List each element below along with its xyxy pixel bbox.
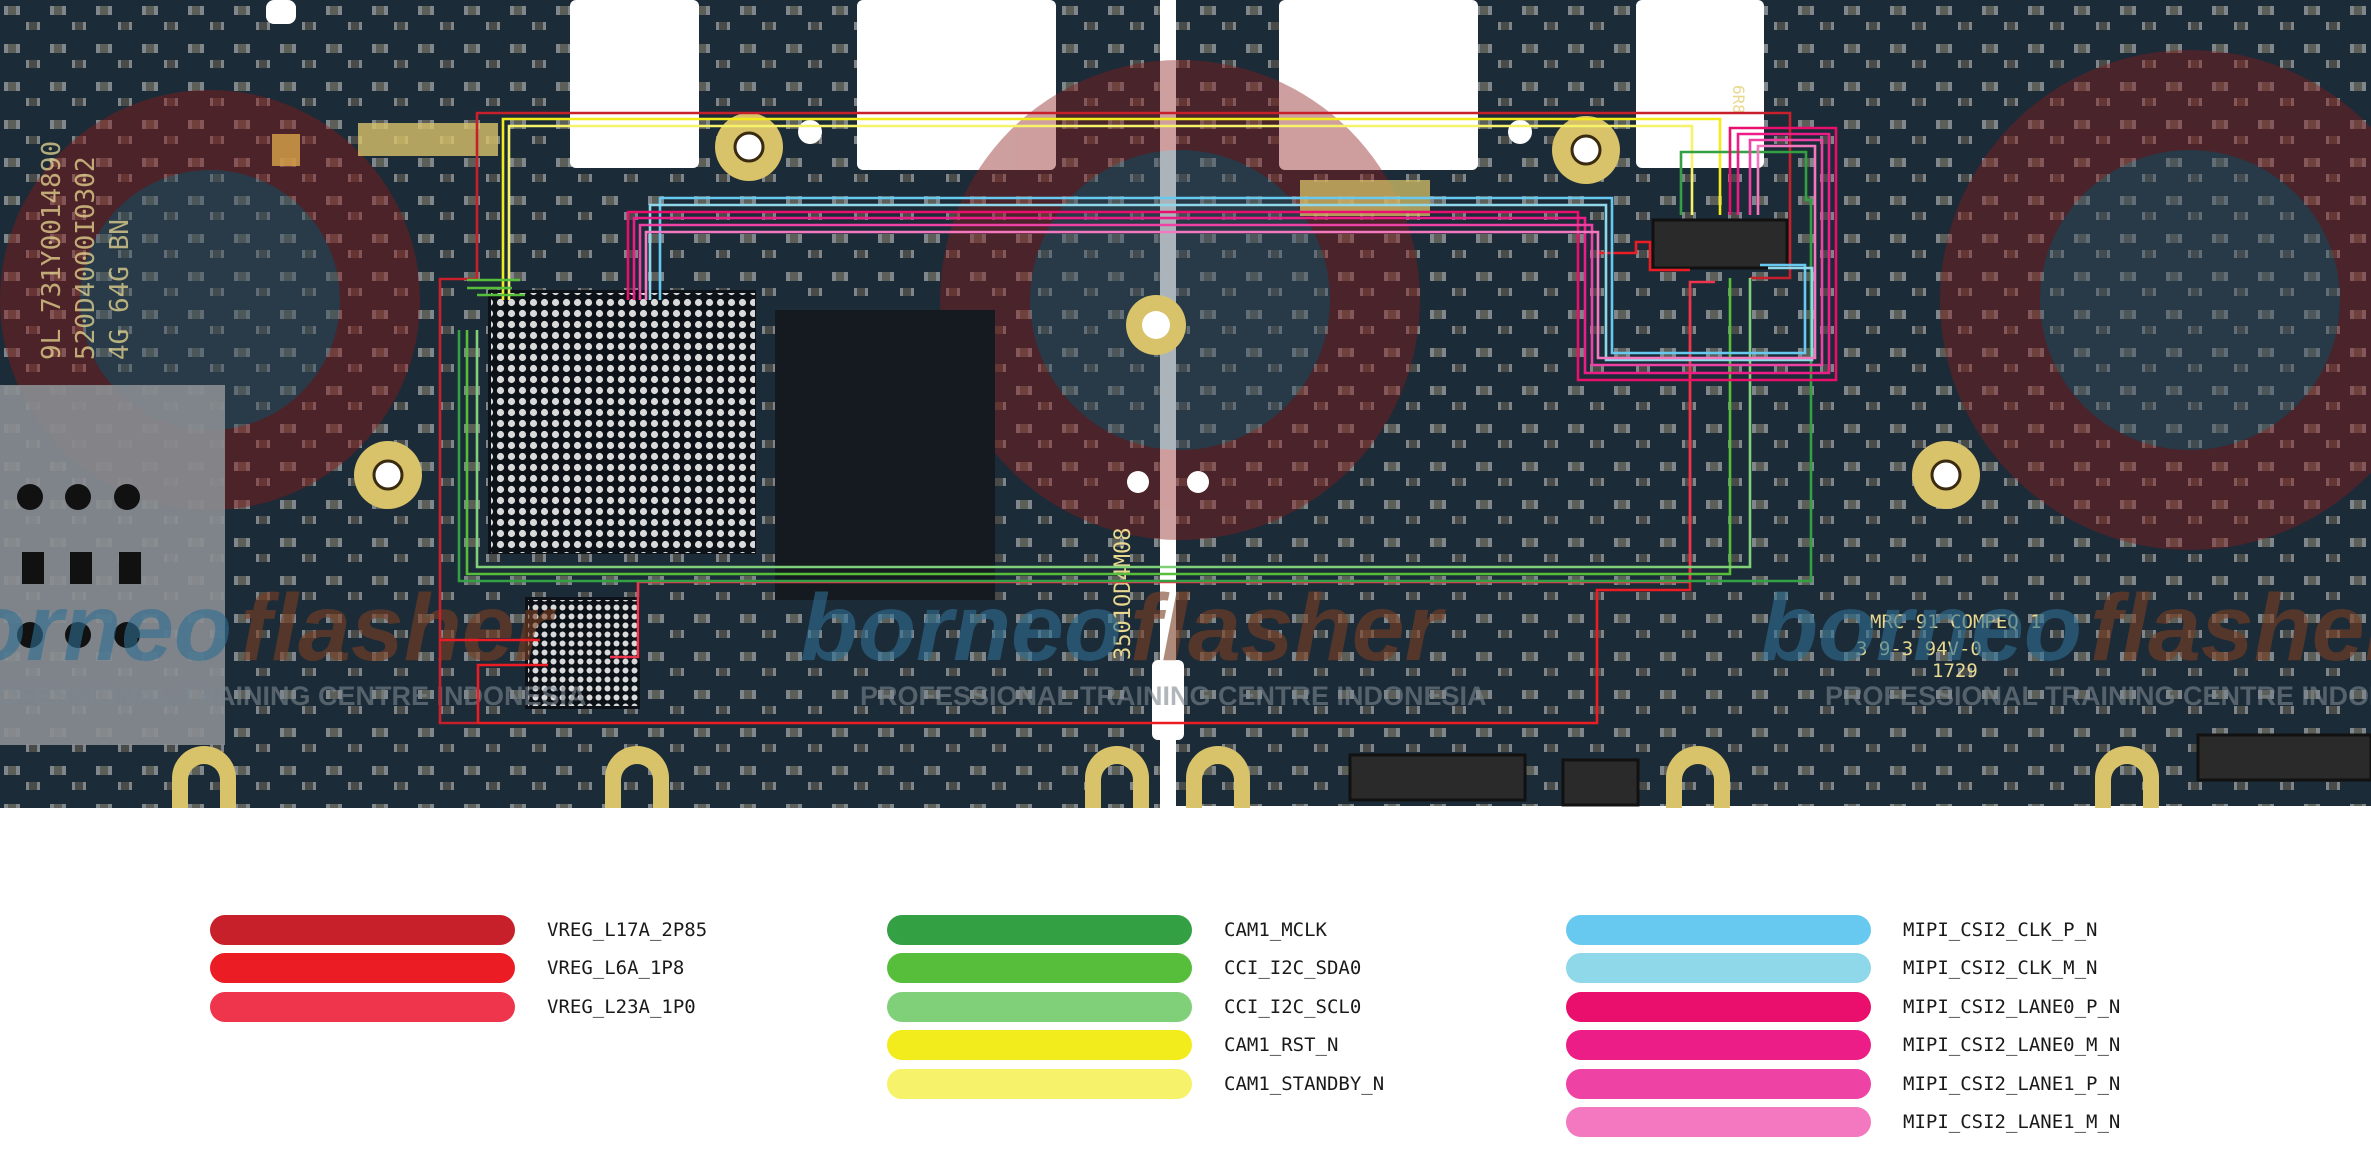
sim-tray: [0, 385, 225, 745]
soc-bga: [488, 290, 756, 554]
legend-color-swatch: [887, 915, 1192, 945]
legend-label: CAM1_MCLK: [1224, 919, 1327, 941]
legend-color-swatch: [1566, 1107, 1871, 1137]
trace-cam1-standby-n: [507, 124, 1694, 300]
legend-color-swatch: [1566, 991, 1871, 1022]
trace-vreg-l17a-2p85: [475, 111, 1792, 280]
svg-text:flasher: flasher: [1130, 575, 1447, 681]
svg-text:borneo: borneo: [800, 575, 1122, 681]
legend-color-swatch: [887, 953, 1192, 984]
pmic-bga: [525, 597, 640, 709]
svg-text:borneo: borneo: [1760, 575, 2082, 681]
legend-label: MIPI_CSI2_CLK_P_N: [1903, 919, 2098, 941]
svg-text:MRC 91 COMPEQ 1: MRC 91 COMPEQ 1: [1870, 611, 2042, 633]
silkscreen-center-label: 3501OD4M08: [1111, 528, 1136, 660]
legend-label: CAM1_RST_N: [1224, 1034, 1339, 1057]
legend-color-swatch: [1566, 915, 1871, 945]
silkscreen-right-label: MRC 91 COMPEQ 1 3 9-3 94V-0 1729: [1856, 611, 2042, 682]
legend-label: CAM1_STANDBY_N: [1224, 1072, 1385, 1095]
legend-label: MIPI_CSI2_LANE1_P_N: [1903, 1072, 2121, 1095]
legend-color-swatch: [1566, 1068, 1871, 1099]
legend-color-swatch: [887, 1030, 1192, 1061]
trace-mipi-csi2-lane1-m: [644, 144, 1817, 360]
svg-text:3501OD4M08: 3501OD4M08: [1111, 528, 1136, 660]
legend-label: VREG_L23A_1P0: [547, 995, 696, 1018]
legend-color-swatch: [210, 915, 515, 945]
silkscreen-left-label: 9L 731Y0014890 520D4000I0302 4G 64G BN: [37, 141, 135, 360]
svg-text:4G 64G BN: 4G 64G BN: [105, 219, 135, 360]
trace-mipi-csi2-clk-p: [658, 196, 1807, 355]
trace-overlays: [438, 111, 1838, 725]
svg-text:flasher: flasher: [2090, 575, 2371, 681]
memory-chip: [775, 310, 995, 600]
pcb-board-diagram: 9L 731Y0014890 520D4000I0302 4G 64G BN 3…: [0, 0, 2371, 808]
svg-text:520D4000I0302: 520D4000I0302: [71, 157, 101, 361]
legend-label: CCI_I2C_SDA0: [1224, 957, 1362, 980]
svg-text:flasher: flasher: [240, 575, 557, 681]
watermark-logo-right: [1940, 50, 2371, 550]
gold-pad-top-left: [358, 123, 498, 156]
legend-color-swatch: [887, 991, 1192, 1022]
part-6r8-label: 6R8: [1729, 85, 1748, 114]
watermark-logo-center: [940, 60, 1420, 540]
watermark-text: borneo flasher PROFESSIONAL TRAINING CEN…: [0, 575, 2371, 711]
legend-label: MIPI_CSI2_LANE0_P_N: [1903, 995, 2121, 1018]
legend-color-swatch: [1566, 953, 1871, 984]
trace-cci-i2c-sda0: [465, 278, 1732, 576]
legend-color-swatch: [887, 1068, 1192, 1099]
svg-text:1729: 1729: [1932, 660, 1978, 682]
legend-label: CCI_I2C_SCL0: [1224, 995, 1362, 1018]
svg-text:PROFESSIONAL TRAINING CENTRE I: PROFESSIONAL TRAINING CENTRE INDONESIA: [0, 681, 587, 711]
gold-pad-small: [272, 134, 300, 166]
trace-mipi-csi2-clk-m: [648, 203, 1814, 362]
legend-label: VREG_L17A_2P85: [547, 919, 708, 941]
legend-color-swatch: [210, 953, 515, 984]
trace-green-bga-fan: [467, 278, 525, 297]
svg-text:borneo: borneo: [0, 575, 232, 681]
trace-mipi-csi2-lane0-m: [632, 132, 1831, 375]
legend-label: VREG_L6A_1P8: [547, 957, 685, 980]
trace-cam1-mclk: [457, 150, 1813, 583]
bottom-connector-3: [2196, 733, 2371, 782]
legend-label: MIPI_CSI2_LANE1_M_N: [1903, 1111, 2121, 1133]
legend-color-swatch: [210, 991, 515, 1022]
svg-text:9L 731Y0014890: 9L 731Y0014890: [37, 141, 67, 360]
legend-color-swatch: [1566, 1030, 1871, 1061]
trace-mipi-csi2-lane1-p: [638, 138, 1824, 367]
svg-text:PROFESSIONAL TRAINING CENTRE I: PROFESSIONAL TRAINING CENTRE INDONESIA: [1825, 681, 2371, 711]
trace-vreg-l17a-2p85-left: [438, 277, 478, 725]
trace-cam1-rst-n: [501, 117, 1722, 300]
bottom-notches: [172, 746, 2159, 808]
trace-cci-i2c-scl0: [475, 278, 1752, 569]
camera-connector: [1651, 218, 1789, 270]
svg-text:PROFESSIONAL TRAINING CENTRE I: PROFESSIONAL TRAINING CENTRE INDONESIA: [860, 681, 1487, 711]
bottom-connector-2: [1561, 758, 1640, 807]
legend-label: MIPI_CSI2_CLK_M_N: [1903, 957, 2098, 980]
legend-label: MIPI_CSI2_LANE0_M_N: [1903, 1034, 2121, 1057]
trace-mipi-csi2-lane0-p: [626, 126, 1838, 382]
trace-red-connector-left: [1598, 240, 1690, 272]
svg-text:3 9-3 94V-0: 3 9-3 94V-0: [1856, 638, 1982, 660]
bottom-connector-1: [1348, 753, 1527, 802]
